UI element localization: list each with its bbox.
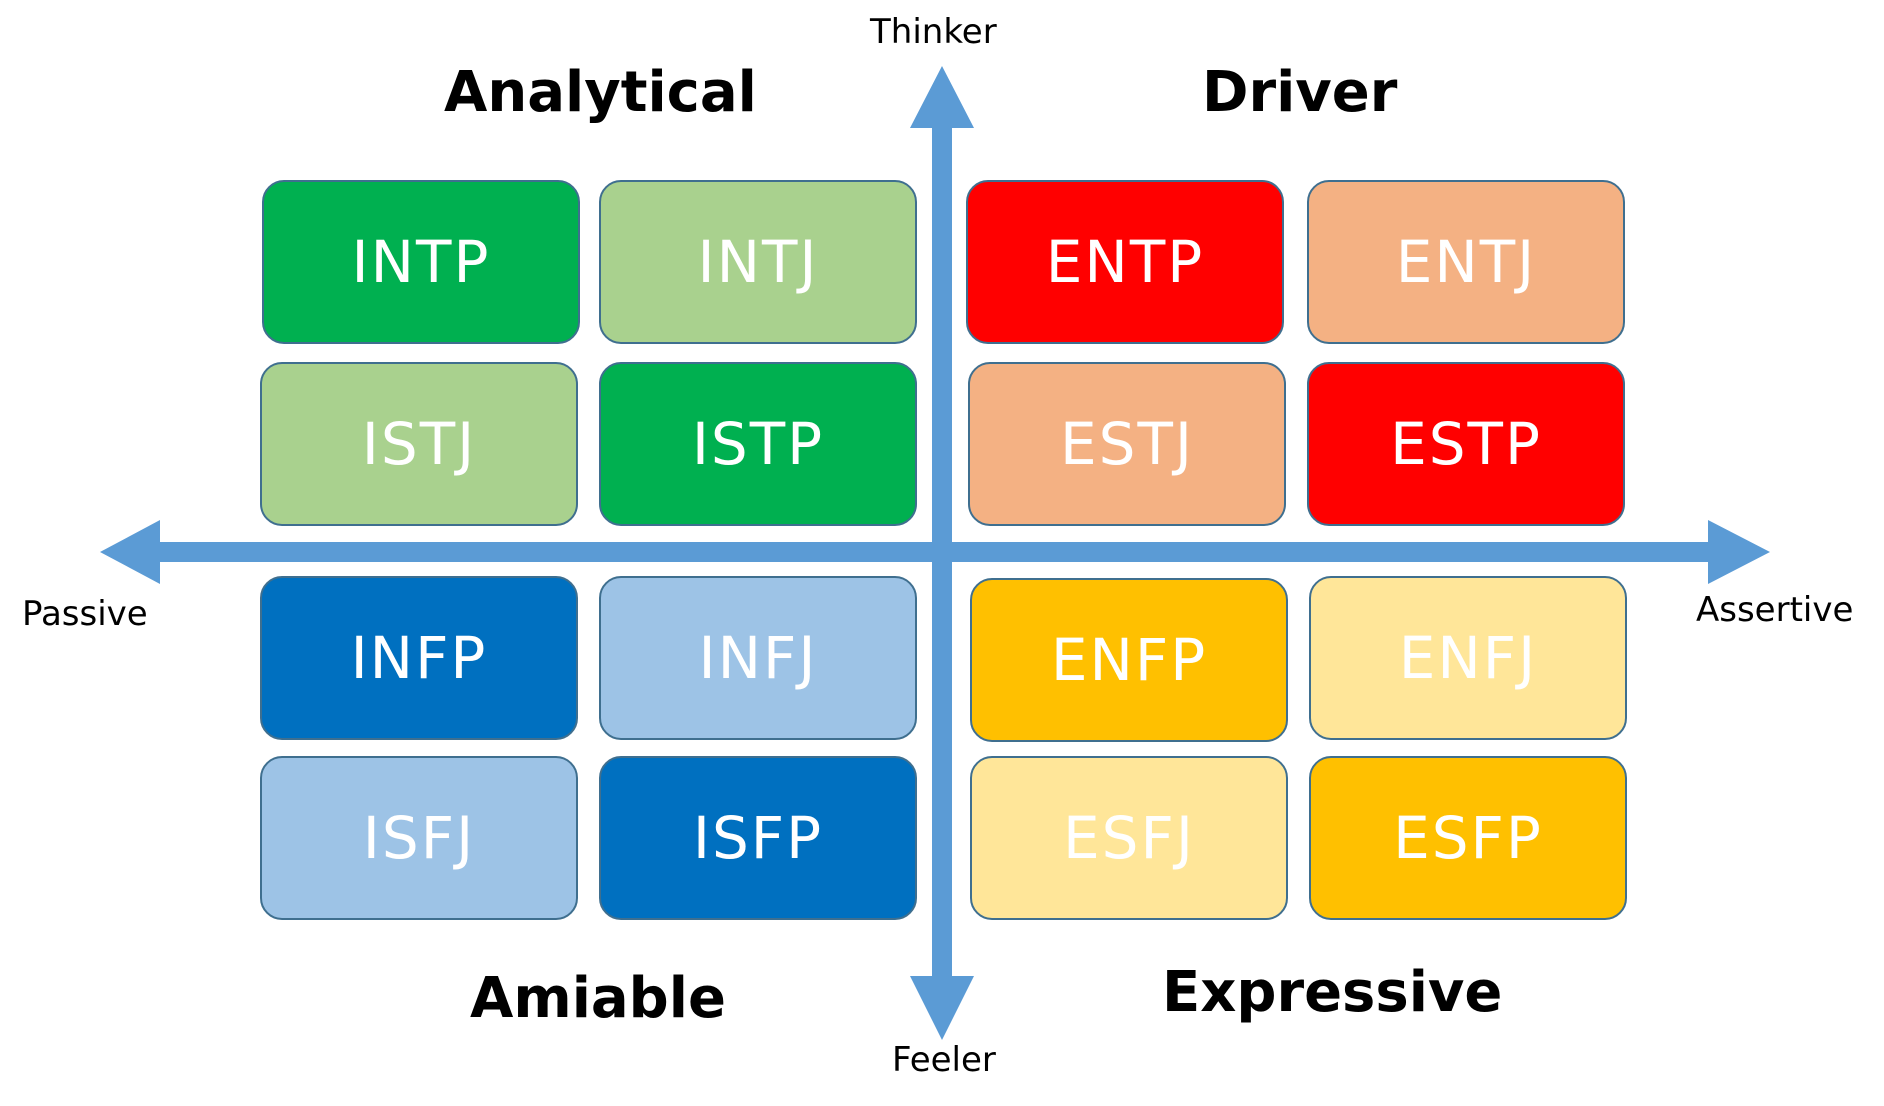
type-box-istp: ISTP	[599, 362, 917, 526]
type-box-estp: ESTP	[1307, 362, 1625, 526]
type-box-entp: ENTP	[966, 180, 1284, 344]
type-box-entj: ENTJ	[1307, 180, 1625, 344]
type-box-infj: INFJ	[599, 576, 917, 740]
left-arrow-head	[100, 520, 160, 584]
axis-label-assertive: Assertive	[1696, 590, 1854, 630]
axis-label-feeler: Feeler	[892, 1040, 996, 1080]
type-box-estj: ESTJ	[968, 362, 1286, 526]
type-box-esfj: ESFJ	[970, 756, 1288, 920]
quadrant-title-amiable: Amiable	[470, 966, 726, 1031]
type-box-intj: INTJ	[599, 180, 917, 344]
type-box-istj: ISTJ	[260, 362, 578, 526]
down-arrow-head	[910, 976, 974, 1040]
axis-label-passive: Passive	[22, 594, 148, 634]
type-box-enfp: ENFP	[970, 578, 1288, 742]
quadrant-title-analytical: Analytical	[444, 60, 757, 125]
type-box-esfp: ESFP	[1309, 756, 1627, 920]
type-box-intp: INTP	[262, 180, 580, 344]
axis-label-thinker: Thinker	[870, 12, 997, 52]
type-box-infp: INFP	[260, 576, 578, 740]
up-arrow-head	[910, 66, 974, 128]
vertical-axis-line	[932, 120, 952, 1000]
right-arrow-head	[1708, 520, 1770, 584]
type-box-enfj: ENFJ	[1309, 576, 1627, 740]
quadrant-title-driver: Driver	[1202, 60, 1398, 125]
type-box-isfp: ISFP	[599, 756, 917, 920]
quadrant-title-expressive: Expressive	[1162, 960, 1503, 1025]
type-box-isfj: ISFJ	[260, 756, 578, 920]
